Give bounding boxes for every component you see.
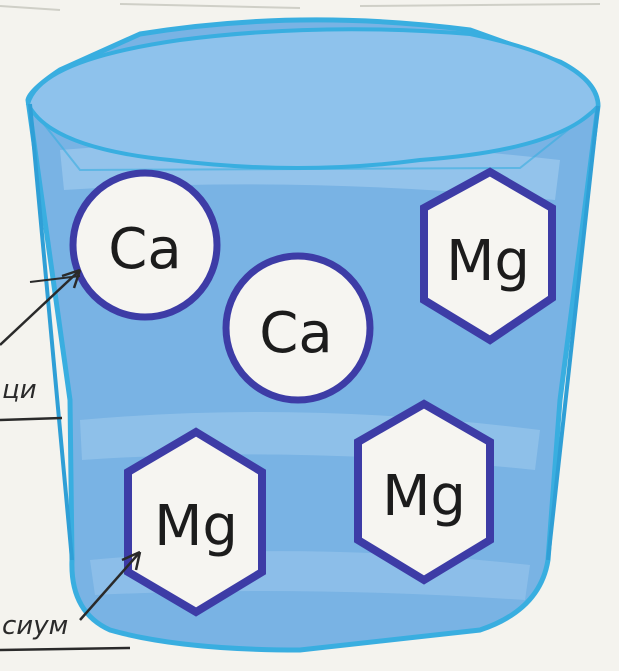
ion-magnesium-1-label: Mg [446, 229, 530, 294]
ion-calcium-1-label: Ca [108, 217, 181, 282]
paper-top-marks [0, 4, 600, 10]
side-label-top-underline [0, 418, 62, 420]
side-label-bottom: сиум [2, 611, 68, 641]
side-label-top: ци [2, 375, 37, 405]
ion-calcium-2-label: Ca [259, 301, 332, 366]
ion-magnesium-2-label: Mg [154, 494, 238, 559]
ion-calcium-2: Ca [226, 256, 370, 400]
ion-magnesium-1: Mg [424, 172, 552, 340]
ion-calcium-1: Ca [73, 173, 217, 317]
ion-magnesium-3: Mg [358, 404, 490, 580]
side-label-bottom-underline [0, 648, 130, 650]
ion-magnesium-2: Mg [128, 432, 262, 612]
ion-magnesium-3-label: Mg [382, 464, 466, 529]
